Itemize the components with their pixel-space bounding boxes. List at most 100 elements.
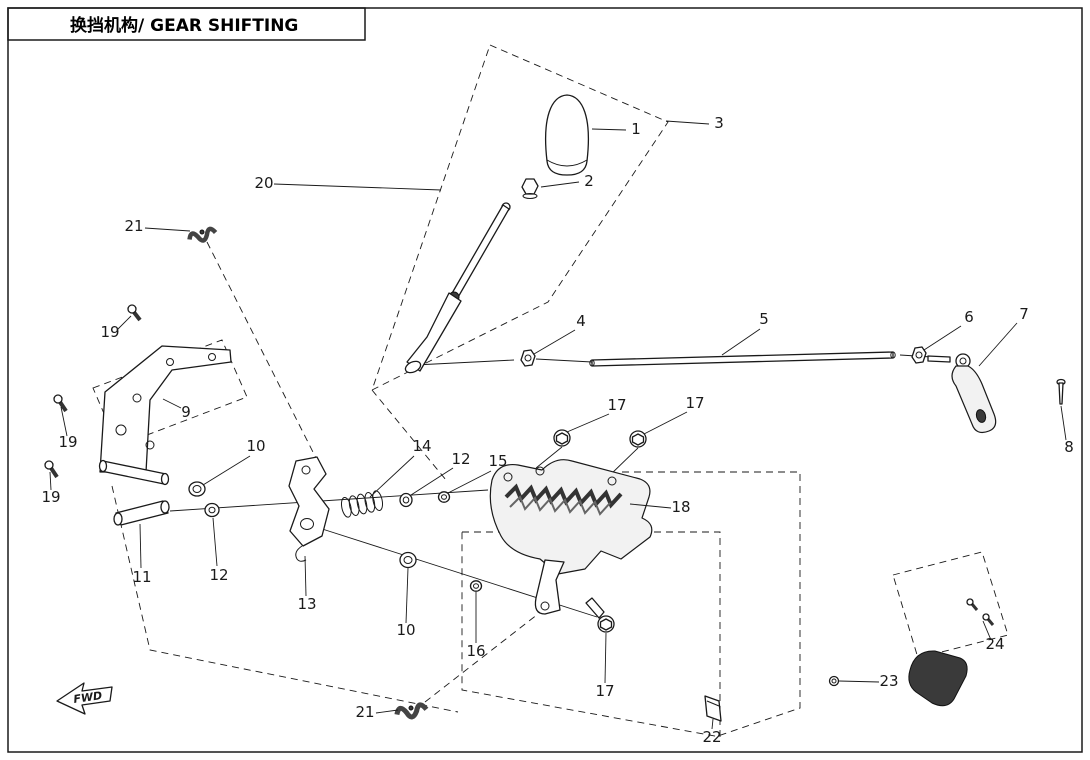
callout-3: 3 <box>665 114 724 132</box>
part-return-spring <box>340 490 384 518</box>
pin-head <box>113 512 123 526</box>
part-knob-nut <box>521 178 539 199</box>
leader-15 <box>447 470 492 494</box>
bushing-lower-bore <box>403 556 413 564</box>
label-10-upper: 10 <box>246 437 265 455</box>
label-22: 22 <box>702 728 721 746</box>
bracket-hole-4 <box>208 353 216 361</box>
part-arm-bolt <box>1056 378 1066 405</box>
spacer-outer <box>399 492 413 508</box>
spring-coil-5 <box>372 490 384 511</box>
gate-hole-left <box>503 472 513 482</box>
label-19-c: 19 <box>41 488 60 506</box>
lever-end <box>404 360 422 374</box>
callouts: 1 2 3 4 5 6 7 8 <box>41 114 1073 746</box>
jam-nut-hex <box>520 349 536 367</box>
leader-20 <box>273 183 442 191</box>
bolt8-shaft <box>1058 382 1064 405</box>
label-17-a: 17 <box>607 396 626 414</box>
right-group-outline <box>622 471 801 738</box>
leader-19-b <box>60 406 68 437</box>
plate-body <box>288 456 330 547</box>
pin-body <box>115 500 169 526</box>
fwd-arrow-shape <box>56 682 113 715</box>
callout-21-lower: 21 <box>355 703 399 721</box>
screw-group-outline <box>892 551 1009 659</box>
leader-23 <box>838 680 880 683</box>
washer-lower-outer <box>469 580 483 592</box>
callout-17-a: 17 <box>566 396 627 433</box>
label-18: 18 <box>671 498 690 516</box>
part-pivot-pin <box>113 500 170 526</box>
pivot-axis <box>169 489 489 512</box>
tube-end-left <box>98 459 108 473</box>
part-small-screws <box>966 598 995 626</box>
label-21-lower: 21 <box>355 703 374 721</box>
cover-body <box>704 695 722 722</box>
bushing-upper-outer <box>188 481 206 497</box>
leader-6 <box>923 325 962 351</box>
callout-13: 13 <box>297 555 317 613</box>
part-bushing-upper <box>188 481 206 497</box>
clip-lower-body <box>394 702 429 720</box>
leader-19-a <box>116 315 132 331</box>
label-17-b: 17 <box>685 394 704 412</box>
label-21-upper: 21 <box>124 217 143 235</box>
part-shift-rod <box>589 351 896 367</box>
plate-hook <box>295 545 307 562</box>
bolt-b-hex <box>631 433 645 446</box>
callout-12-washer: 12 <box>209 517 229 584</box>
bracket-hole-1 <box>115 424 127 436</box>
small-screw-1-shaft <box>970 603 979 611</box>
label-15: 15 <box>488 452 507 470</box>
plate-hole-bottom <box>300 518 314 530</box>
leader-4 <box>533 329 576 355</box>
callout-4: 4 <box>533 312 586 355</box>
part-clip-upper <box>187 226 218 243</box>
label-19-a: 19 <box>100 323 119 341</box>
part-rod-end-nut <box>911 346 927 364</box>
spring-coil-3 <box>356 493 368 515</box>
label-1: 1 <box>631 120 641 138</box>
fwd-label: FWD <box>73 689 103 706</box>
part-mounting-bracket <box>98 345 232 486</box>
knob-rim <box>546 159 588 167</box>
gate-arm-hole <box>540 601 550 611</box>
arm-body <box>951 365 997 434</box>
part-shift-gate-assembly <box>489 459 653 615</box>
callout-19-a: 19 <box>100 315 132 341</box>
gate-bolt-hole-a <box>535 466 545 476</box>
gate-lower-arm <box>534 559 565 615</box>
part-screw-b <box>53 394 68 413</box>
label-14: 14 <box>412 437 431 455</box>
label-23: 23 <box>879 672 898 690</box>
leader-21-upper <box>144 227 191 232</box>
bushing-upper-bore <box>192 485 202 493</box>
leader-17-a <box>566 413 610 433</box>
washer-lower-bore <box>473 583 479 589</box>
callout-20: 20 <box>254 174 442 192</box>
clip-upper-pin <box>199 229 205 235</box>
callout-16: 16 <box>466 592 486 660</box>
part-shift-lever <box>404 202 511 374</box>
spring-coil-1 <box>340 497 352 518</box>
screw-b-head <box>53 394 63 404</box>
leader-14 <box>369 455 415 498</box>
bolt-a-hex <box>555 432 569 445</box>
small-washer-bore <box>831 678 837 684</box>
part-spacer <box>399 492 413 508</box>
screw-c-shaft <box>49 466 59 479</box>
part-lever-plate <box>288 456 330 562</box>
bolt-a-axis <box>535 446 563 469</box>
part-rod-jam-nut <box>520 349 536 367</box>
clip-upper-ref-line <box>206 241 319 463</box>
callout-1: 1 <box>591 120 641 138</box>
gate-teeth-shadow <box>509 495 611 516</box>
part-bushing-lower <box>399 551 417 569</box>
part-small-washer <box>828 675 840 687</box>
part-clip-lower <box>394 702 429 720</box>
lever-lower-rod <box>406 292 462 372</box>
callout-6: 6 <box>923 308 974 351</box>
